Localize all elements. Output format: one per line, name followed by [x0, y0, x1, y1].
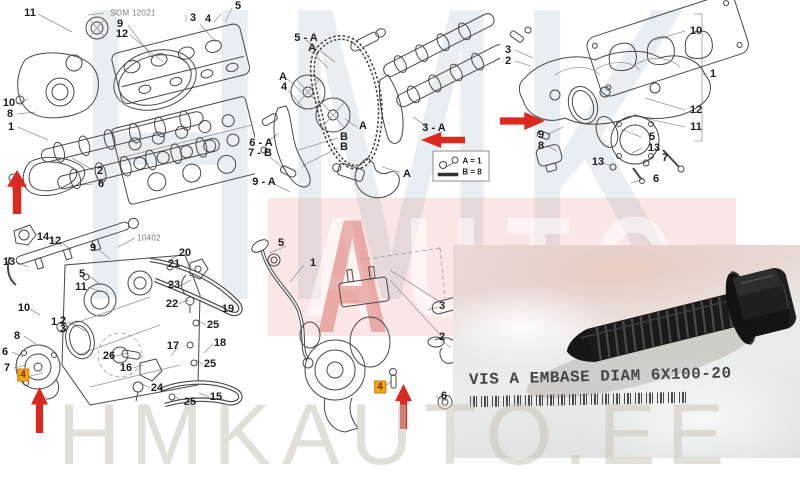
callout-timing-chain-3-A: 3 - A — [422, 122, 446, 134]
callout-front-cover-water-pump-17: 17 — [166, 340, 180, 352]
callout-turbo-oil-pipe-1: 1 — [309, 257, 317, 269]
callout-cylinder-head-camshafts-4: 4 — [204, 13, 212, 25]
callout-front-cover-water-pump-19: 19 — [221, 303, 235, 315]
callout-timing-chain-A: A — [308, 42, 316, 54]
product-photo-bolt: VIS A EMBASE DIAM 6X100-20 — [453, 245, 800, 458]
callout-front-cover-water-pump-24: 24 — [150, 382, 164, 394]
callout-front-cover-water-pump-12: 12 — [48, 235, 62, 247]
callout-timing-chain-4: 4 — [280, 81, 288, 93]
callout-intake-manifold-12: 12 — [689, 104, 703, 116]
callout-timing-chain-7-B: 7 - B — [248, 147, 272, 159]
callout-timing-chain-9-A: 9 - A — [252, 176, 276, 188]
callout-cylinder-head-camshafts-SOM12021: SOM 12021 — [110, 8, 156, 18]
callout-front-cover-water-pump-10402: 10402 — [137, 233, 161, 243]
diagram-turbo-oil-pipe — [240, 220, 470, 445]
callout-intake-manifold-7: 7 — [661, 152, 669, 164]
callout-front-cover-water-pump-11: 11 — [75, 281, 87, 293]
callout-intake-manifold-6: 6 — [652, 173, 660, 185]
callout-front-cover-water-pump-4: 4 — [17, 368, 29, 382]
callout-turbo-oil-pipe-3: 3 — [438, 300, 446, 312]
callout-front-cover-water-pump-1: 1 — [50, 316, 58, 328]
callout-front-cover-water-pump-25: 25 — [203, 358, 217, 370]
callout-front-cover-water-pump-25: 25 — [206, 319, 220, 331]
callout-intake-manifold-5: 5 — [648, 131, 656, 143]
callout-front-cover-water-pump-9: 9 — [89, 242, 97, 254]
callout-intake-manifold-2: 2 — [504, 55, 512, 67]
callout-intake-manifold-13: 13 — [647, 142, 661, 154]
diagram-cylinder-head-camshafts — [0, 0, 255, 215]
callout-cylinder-head-camshafts-5: 5 — [234, 0, 242, 12]
callout-intake-manifold-1: 1 — [709, 68, 717, 80]
callout-front-cover-water-pump-5: 5 — [78, 268, 86, 280]
callout-intake-manifold-9: 9 — [537, 129, 545, 141]
callout-timing-chain-A: A — [359, 120, 367, 132]
callout-front-cover-water-pump-15: 15 — [209, 391, 223, 403]
diagram-intake-manifold — [495, 0, 800, 190]
callout-front-cover-water-pump-21: 21 — [167, 258, 181, 270]
callout-intake-manifold-3: 3 — [504, 44, 512, 56]
callout-cylinder-head-camshafts-6: 6 — [97, 178, 105, 190]
callout-timing-chain-A: A — [403, 168, 411, 180]
callout-timing-chain-6-A: 6 - A — [249, 137, 273, 149]
callout-front-cover-water-pump-14: 14 — [36, 231, 50, 243]
callout-front-cover-water-pump-6: 6 — [1, 346, 9, 358]
callout-cylinder-head-camshafts-2: 2 — [96, 165, 104, 177]
callout-intake-manifold-11: 11 — [690, 121, 702, 133]
callout-front-cover-water-pump-2: 2 — [59, 315, 67, 327]
diagram-timing-chain — [250, 0, 500, 200]
diagram-front-cover-water-pump — [0, 205, 250, 445]
callout-front-cover-water-pump-18: 18 — [213, 337, 227, 349]
callout-front-cover-water-pump-10: 10 — [17, 302, 31, 314]
callout-timing-chain-A=1: A = 1 — [462, 156, 482, 166]
callout-timing-chain-5-A: 5 - A — [294, 32, 318, 44]
callout-cylinder-head-camshafts-3: 3 — [189, 12, 197, 24]
callout-timing-chain-B: B — [340, 141, 348, 153]
callout-cylinder-head-camshafts-12: 12 — [115, 28, 129, 40]
callout-turbo-oil-pipe-6: 6 — [440, 390, 448, 402]
callout-timing-chain-B: B — [340, 131, 348, 143]
callout-front-cover-water-pump-8: 8 — [13, 330, 21, 342]
callout-cylinder-head-camshafts-10: 10 — [2, 97, 16, 109]
callout-intake-manifold-8: 8 — [537, 140, 545, 152]
callout-front-cover-water-pump-25: 25 — [183, 396, 197, 408]
callout-turbo-oil-pipe-2: 2 — [438, 331, 446, 343]
callout-front-cover-water-pump-26: 26 — [102, 350, 116, 362]
watermark-hmkauto-ee: HMKAUTO.EE — [58, 387, 736, 483]
callout-intake-manifold-10: 10 — [689, 25, 703, 37]
callout-turbo-oil-pipe-5: 5 — [277, 237, 285, 249]
callout-cylinder-head-camshafts-8: 8 — [6, 108, 14, 120]
callout-front-cover-water-pump-3: 3 — [59, 323, 67, 335]
callout-cylinder-head-camshafts-11: 11 — [24, 7, 36, 19]
callout-front-cover-water-pump-7: 7 — [3, 362, 11, 374]
callout-front-cover-water-pump-13: 13 — [2, 256, 16, 268]
callout-front-cover-water-pump-20: 20 — [178, 247, 192, 259]
callout-front-cover-water-pump-22: 22 — [165, 298, 179, 310]
callout-timing-chain-A: A — [279, 71, 287, 83]
callout-cylinder-head-camshafts-9: 9 — [116, 18, 124, 30]
callout-front-cover-water-pump-23: 23 — [167, 279, 181, 291]
callout-intake-manifold-13: 13 — [591, 156, 605, 168]
callout-cylinder-head-camshafts-1: 1 — [7, 121, 15, 133]
callout-timing-chain-B=8: B = 8 — [462, 167, 482, 177]
bolt-illustration — [526, 267, 797, 399]
callout-turbo-oil-pipe-4: 4 — [374, 380, 386, 394]
callout-front-cover-water-pump-16: 16 — [119, 362, 133, 374]
